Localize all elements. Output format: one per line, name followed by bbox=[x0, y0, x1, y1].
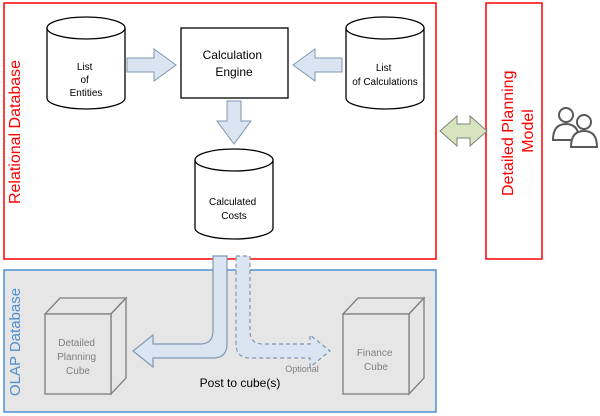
calculation-engine-line-1: Calculation bbox=[203, 48, 262, 62]
olap-database-title: OLAP Database bbox=[7, 288, 24, 396]
list-of-calculations-line-1: List bbox=[376, 63, 392, 74]
finance-cube-line-2: Cube bbox=[364, 362, 388, 373]
detailed-planning-model-line-1: Detailed Planning bbox=[500, 71, 517, 196]
arrow-engine-to-costs bbox=[216, 100, 252, 145]
planning-cube-line-3: Cube bbox=[66, 366, 90, 377]
calculation-engine-line-2: Engine bbox=[215, 65, 253, 79]
list-of-entities-line-1: List bbox=[77, 62, 93, 73]
list-of-entities-line-2: of bbox=[80, 75, 89, 86]
detailed-planning-model-box bbox=[485, 2, 543, 260]
detailed-planning-model-line-2: Model bbox=[520, 109, 537, 153]
post-to-cubes-label: Post to cube(s) bbox=[200, 376, 281, 390]
arrow-calculations-to-engine bbox=[292, 48, 343, 82]
finance-cube-line-1: Finance bbox=[357, 348, 393, 359]
list-of-calculations-cylinder: List of Calculations bbox=[345, 16, 425, 110]
users-icon bbox=[551, 107, 599, 148]
calculated-costs-line-2: Costs bbox=[221, 211, 247, 222]
list-of-calculations-line-2: of Calculations bbox=[352, 77, 418, 88]
list-of-entities-cylinder: List of Entities bbox=[46, 16, 126, 110]
finance-cube bbox=[341, 296, 426, 396]
calculated-costs-line-1: Calculated bbox=[209, 197, 256, 208]
arrow-entities-to-engine bbox=[126, 48, 177, 82]
planning-cube-line-1: Detailed bbox=[58, 338, 95, 349]
detailed-planning-cube bbox=[43, 296, 128, 396]
planning-cube-line-2: Planning bbox=[57, 352, 96, 363]
svg-text:Calculation Engine: Calculation Engine bbox=[203, 48, 266, 79]
svg-text:Detailed Planning Cube: Detailed Planning Cube bbox=[57, 338, 99, 377]
detailed-planning-model-title: Detailed Planning Model bbox=[500, 66, 537, 196]
list-of-entities-line-3: Entities bbox=[70, 88, 103, 99]
relational-database-title: Relational Database bbox=[7, 60, 24, 204]
post-arrow-to-planning-cube bbox=[132, 255, 228, 369]
svg-text:List of Calculations: List of Calculations bbox=[352, 63, 418, 88]
calculation-engine-box bbox=[180, 27, 289, 99]
optional-arrow-to-finance-cube bbox=[235, 255, 331, 369]
svg-text:Calculated Costs: Calculated Costs bbox=[209, 197, 259, 222]
svg-text:Finance Cube: Finance Cube bbox=[357, 348, 395, 373]
svg-text:List of Entities: List of Entities bbox=[70, 62, 103, 99]
optional-label: Optional bbox=[285, 364, 319, 374]
calculated-costs-cylinder: Calculated Costs bbox=[194, 148, 274, 240]
sync-double-arrow bbox=[439, 114, 488, 148]
